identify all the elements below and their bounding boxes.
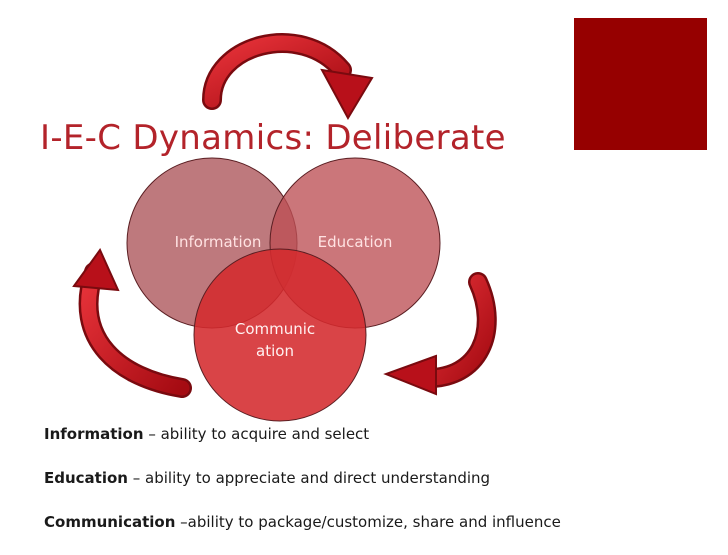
- definition-text: – ability to acquire and select: [143, 425, 370, 443]
- top-curved-arrow-icon: [202, 33, 374, 121]
- definition-communication: Communication –ability to package/custom…: [44, 511, 704, 533]
- information-circle-label: Information: [174, 233, 262, 251]
- definition-term: Information: [44, 425, 144, 443]
- definitions-list: Information – ability to acquire and sel…: [44, 423, 704, 555]
- definition-term: Communication: [44, 513, 176, 531]
- corner-accent-block: [574, 18, 707, 150]
- education-circle-label: Education: [317, 233, 393, 251]
- communication-circle: [193, 248, 367, 422]
- slide-title: I-E-C Dynamics: Deliberate: [40, 118, 506, 158]
- definition-text: –ability to package/customize, share and…: [175, 513, 561, 531]
- definition-information: Information – ability to acquire and sel…: [44, 423, 704, 445]
- definition-term: Education: [44, 469, 128, 487]
- communication-circle-label: Communic ation: [234, 320, 316, 360]
- definition-education: Education – ability to appreciate and di…: [44, 467, 704, 489]
- right-curved-arrow-icon: [383, 272, 497, 396]
- definition-text: – ability to appreciate and direct under…: [127, 469, 491, 487]
- left-curved-arrow-icon: [72, 248, 192, 398]
